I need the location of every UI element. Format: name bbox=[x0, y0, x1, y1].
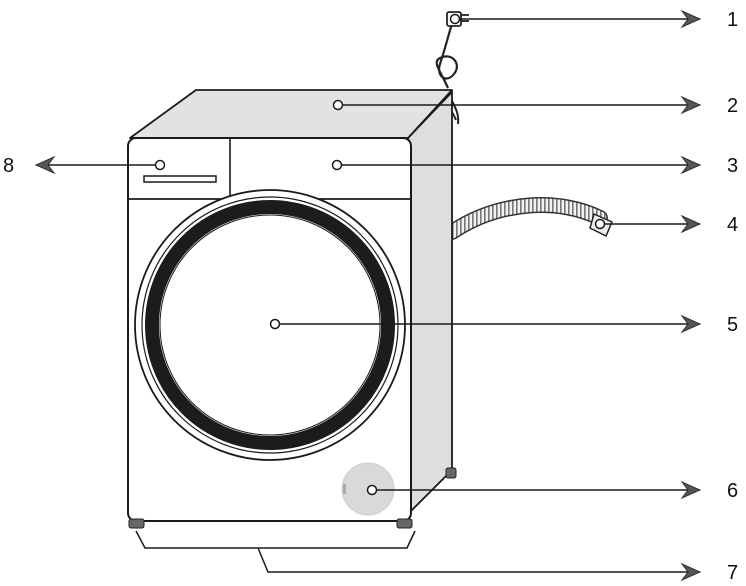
leader-4 bbox=[596, 216, 701, 232]
side-panel bbox=[408, 92, 452, 512]
front-left-foot bbox=[129, 519, 144, 528]
leader-7 bbox=[136, 531, 700, 580]
callout-4-label: 4 bbox=[727, 214, 738, 236]
callout-5-label: 5 bbox=[727, 314, 738, 336]
drain-hose bbox=[452, 205, 612, 236]
callout-8-label: 8 bbox=[3, 155, 14, 177]
rear-foot bbox=[446, 468, 456, 478]
top-panel bbox=[130, 90, 452, 138]
drawer-handle bbox=[144, 176, 216, 182]
callout-7-label: 7 bbox=[727, 562, 738, 584]
front-right-foot bbox=[397, 519, 412, 528]
filter-latch bbox=[343, 484, 346, 494]
callout-2-label: 2 bbox=[727, 95, 738, 117]
callout-6-label: 6 bbox=[727, 480, 738, 502]
callout-1-label: 1 bbox=[727, 9, 738, 31]
callout-3-label: 3 bbox=[727, 155, 738, 177]
leader-1 bbox=[451, 11, 701, 27]
